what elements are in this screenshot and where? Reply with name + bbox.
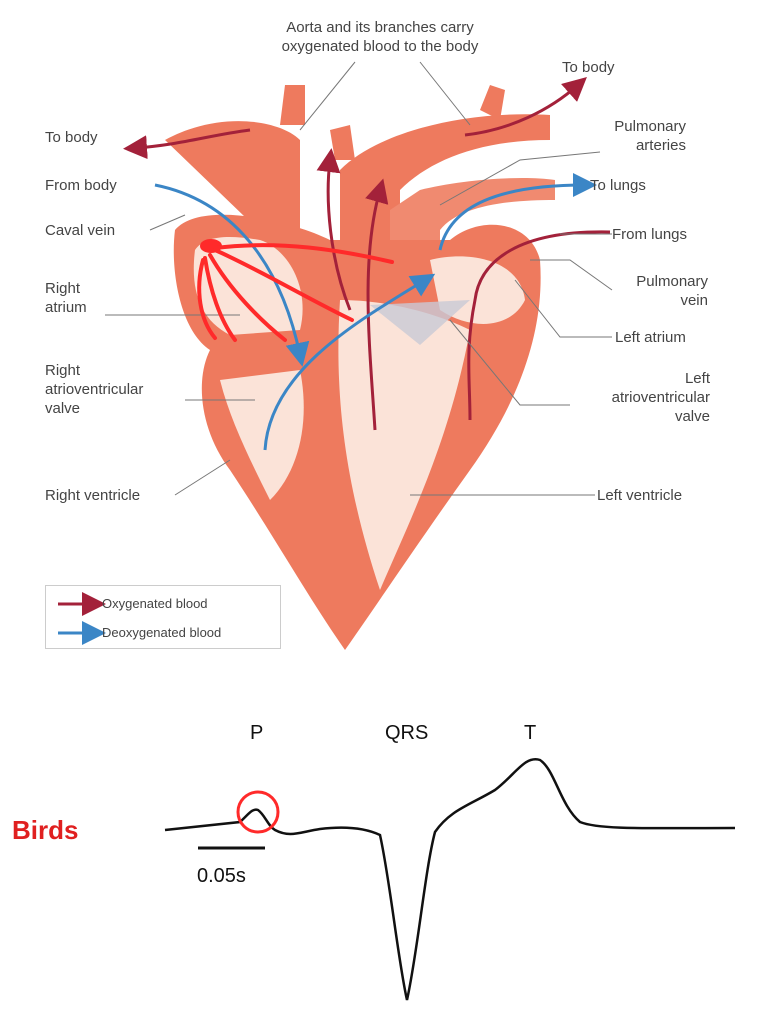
oxygenated-arrow-right-to-body xyxy=(464,77,587,137)
ecg-label-qrs: QRS xyxy=(385,722,429,744)
right-ventricle-chamber xyxy=(220,370,304,500)
label-left-av-2: atrioventricular xyxy=(611,389,710,406)
label-pulmonary-arteries-1: Pulmonary xyxy=(614,118,686,135)
label-from-lungs: From lungs xyxy=(612,226,688,243)
label-right-av-3: valve xyxy=(45,400,81,417)
deoxygenated-arrow-to-lungs xyxy=(438,173,597,251)
label-right-atrium-2: atrium xyxy=(45,299,87,316)
ecg-label-p: P xyxy=(250,722,264,744)
label-from-body: From body xyxy=(45,177,117,194)
p-wave-highlight-circle xyxy=(236,790,280,834)
legend: Oxygenated blood Deoxygenated blood xyxy=(45,585,281,649)
ecg-waveform xyxy=(164,758,736,1001)
label-aorta-line1: Aorta and its branches carry xyxy=(286,19,474,36)
label-pulmonary-arteries: Pulmonary arteries xyxy=(560,117,686,155)
label-aorta: Aorta and its branches carry oxygenated … xyxy=(230,18,530,56)
label-to-body-left: To body xyxy=(45,129,98,146)
label-right-av-2: atrioventricular xyxy=(45,381,144,398)
label-right-atrium-1: Right xyxy=(45,280,81,297)
oxygenated-arrow-lv-up2 xyxy=(316,148,352,311)
oxygenated-arrow-from-lungs xyxy=(467,230,611,421)
legend-oxygenated: Oxygenated blood xyxy=(102,596,208,611)
leader-lines xyxy=(105,61,613,496)
right-atrium-chamber xyxy=(193,237,303,335)
red-annotations xyxy=(197,239,394,342)
ecg-trace xyxy=(164,758,736,1001)
label-left-atrium: Left atrium xyxy=(615,329,686,346)
species-label: Birds xyxy=(12,815,79,845)
label-pulmonary-vein-2: vein xyxy=(680,292,708,309)
oxygenated-arrow-lv-up xyxy=(365,178,389,431)
label-left-av-3: valve xyxy=(674,408,710,425)
heart-illustration xyxy=(165,85,555,650)
label-right-av-1: Right xyxy=(45,362,81,379)
legend-deoxygenated: Deoxygenated blood xyxy=(102,625,222,640)
label-right-atrium: Right atrium xyxy=(45,279,87,317)
ecg-label-t: T xyxy=(524,722,537,744)
label-aorta-line2: oxygenated blood to the body xyxy=(281,38,479,55)
aorta-branch xyxy=(280,85,505,160)
label-pulmonary-vein: Pulmonary vein xyxy=(580,272,708,310)
label-left-av-1: Left xyxy=(684,370,710,387)
label-pulmonary-vein-1: Pulmonary xyxy=(636,273,708,290)
oxygenated-arrow-left-to-body xyxy=(123,128,251,160)
legend-arrows xyxy=(58,592,106,645)
deoxygenated-arrow-rv-up xyxy=(263,273,436,451)
label-caval-vein: Caval vein xyxy=(45,222,116,239)
label-right-av-valve: Right atrioventricular valve xyxy=(45,361,143,418)
label-pulmonary-arteries-2: arteries xyxy=(635,137,686,154)
label-right-ventricle: Right ventricle xyxy=(45,487,141,504)
label-left-ventricle: Left ventricle xyxy=(597,487,683,504)
av-valve-left xyxy=(370,300,470,345)
deoxygenated-arrow-from-body xyxy=(154,183,310,367)
label-to-body-right: To body xyxy=(562,59,615,76)
blood-flow-arrows xyxy=(123,77,611,451)
scale-bar-label: 0.05s xyxy=(197,865,246,887)
label-left-av-valve: Left atrioventricular valve xyxy=(560,369,710,426)
label-to-lungs: To lungs xyxy=(590,177,646,194)
